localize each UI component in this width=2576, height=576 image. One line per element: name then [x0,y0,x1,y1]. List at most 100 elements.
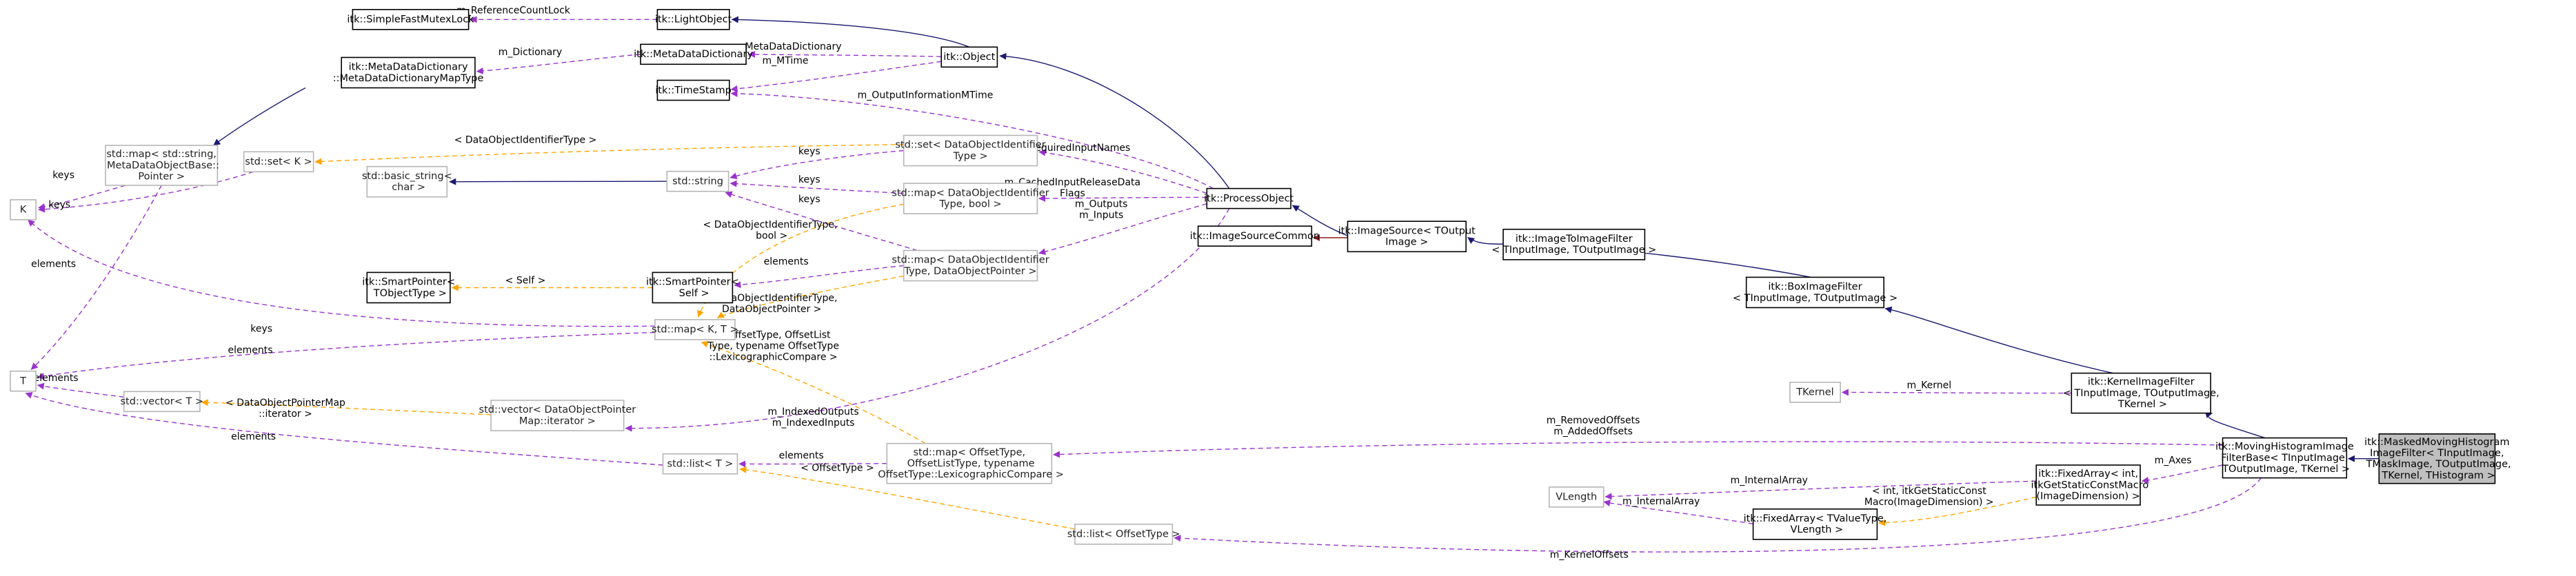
node-tkernel[interactable]: TKernel [1789,382,1841,403]
node-metadictmaptype[interactable]: itk::MetaDataDictionary::MetaDataDiction… [333,56,484,89]
edge-label-line: < OffsetType > [801,463,874,474]
edge-label-layer: m_ReferenceCountLockm_MetaDataDictionary… [31,6,2192,561]
node-box [940,46,998,68]
node-imagesourcecommon[interactable]: itk::ImageSourceCommon [1190,225,1320,247]
member-edge [25,392,663,466]
node-stdlist-offset[interactable]: std::list< OffsetType > [1067,523,1180,545]
node-metadatadictionary[interactable]: itk::MetaDataDictionary [634,43,753,65]
node-stdvector-t[interactable]: std::vector< T > [121,391,204,413]
node-box [903,249,1038,282]
node-boximagefilter[interactable]: itk::BoxImageFilter< TInputImage, TOutpu… [1733,276,1898,309]
edge-label-line: < Self > [505,276,546,287]
node-label-line: Type, DataObjectPointer > [903,266,1036,277]
node-layer: itk::SimpleFastMutexLock itk::LightObject… [10,9,2511,545]
node-label-line: itk::Object [943,52,995,63]
node-stdmap-kt[interactable]: std::map< K, T > [652,319,738,340]
node-t[interactable]: T [10,370,37,392]
node-label-line: std::map< K, T > [652,325,738,336]
node-label-line: std::basic_string< [362,171,452,182]
edge-label-keys-map-bool: keys [798,174,821,185]
node-box [662,453,738,475]
node-label-line: itk::ImageToImageFilter [1516,234,1633,245]
node-kernelimagefilter[interactable]: itk::KernelImageFilter< TInputImage, TOu… [2063,372,2220,414]
edge-label-dopmap-iter-tpl: < DataObjectPointerMap::iterator > [225,398,345,420]
member-edge [748,50,942,58]
node-stdstring[interactable]: std::string [666,170,729,192]
node-box [1197,225,1313,247]
edge-label-internalarray-int: m_InternalArray [1731,475,1808,486]
node-box [10,370,37,392]
node-stdmap-offset[interactable]: std::map< OffsetType, OffsetListType, ty… [875,442,1064,484]
inheritance-edge [731,16,970,48]
node-object[interactable]: itk::Object [940,46,998,68]
node-label: itk::LightObject [655,14,732,25]
node-vlength[interactable]: VLength [1549,486,1604,508]
node-smartpointer-self[interactable]: itk::SmartPointer< Self > [646,271,739,304]
edge-label-elements-sp-self: elements [764,256,809,267]
node-fixedarray-int[interactable]: itk::FixedArray< int, itkGetStaticConstM… [2028,464,2149,506]
member-edge [729,180,904,194]
edge-label-outputinfomtime: m_OutputInformationMTime [858,90,994,101]
node-k[interactable]: K [10,199,37,220]
node-stdmap-string-mdo[interactable]: std::map< std::string, MetaDataObjectBas… [103,145,219,186]
node-label-line: TKernel, THistogram > [2379,470,2495,481]
node-processobject[interactable]: itk::ProcessObject [1204,187,1294,209]
node-label: std::map< OffsetType, OffsetListType, ty… [875,447,1064,480]
node-label-line: < TInputImage, TOutputImage > [1733,293,1898,304]
node-label-line: itk::ImageSource< TOutput [1338,225,1476,236]
member-edge [1604,480,2037,500]
inheritance-edge [213,87,306,146]
node-stdlist-t[interactable]: std::list< T > [662,453,738,475]
edge-label-line: < DataObjectIdentifierType, [703,220,838,231]
node-lightobject[interactable]: itk::LightObject [655,9,732,30]
edge-label-keys-map-k: keys [52,170,74,181]
template-edge [1878,496,2037,526]
node-smartpointer-tobj[interactable]: itk::SmartPointer< TObjectType > [362,271,455,304]
node-box [1347,220,1467,253]
member-edge [2141,464,2223,484]
inheritance-edge [999,52,1230,189]
node-label-line: T [19,376,26,387]
node-box [1074,523,1174,545]
node-label-line: std::map< std::string, [106,149,217,160]
node-label: std::list< OffsetType > [1067,529,1180,540]
node-fixedarray-vlength[interactable]: itk::FixedArray< TValueType, VLength > [1744,508,1887,540]
node-box [366,165,448,198]
node-label: std::map< K, T > [652,325,738,336]
node-stdset-k[interactable]: std::set< K > [243,151,314,173]
node-basic-string[interactable]: std::basic_string< char > [362,165,452,198]
node-label: itk::SmartPointer< Self > [646,277,739,299]
edge-label-elements-t-list: elements [231,431,276,442]
edge-label-line: < DataObjectIdentifierType, [703,293,838,304]
node-box [105,145,219,186]
edge-label-line: m_OutputInformationMTime [858,90,994,101]
node-label-line: char > [389,182,425,193]
node-label-line: itk::TimeStamp [655,85,731,96]
node-simplefastmutexlock[interactable]: itk::SimpleFastMutexLock [347,9,474,30]
edge-label-offsettype-tpl: < OffsetType > [801,463,874,474]
node-box [654,319,736,340]
template-edge [716,276,904,319]
edge-label-line: keys [250,323,272,334]
edge-label-line: m_RequiredInputNames [1015,143,1131,154]
node-label: itk::Object [943,52,995,63]
edge-label-line: elements [231,431,276,442]
edge-label-keys-map-dop: keys [798,194,821,205]
node-timestamp[interactable]: itk::TimeStamp [655,79,732,101]
node-label-line: VLength > [1787,524,1843,535]
edge-label-line: m_RemovedOffsets [1547,415,1640,426]
member-edge [38,171,254,213]
node-box [2222,437,2348,479]
node-imagetoimagefilter[interactable]: itk::ImageToImageFilter< TInputImage, TO… [1491,228,1656,260]
edge-label-doid-bool-tpl: < DataObjectIdentifierType, bool > [703,220,838,242]
